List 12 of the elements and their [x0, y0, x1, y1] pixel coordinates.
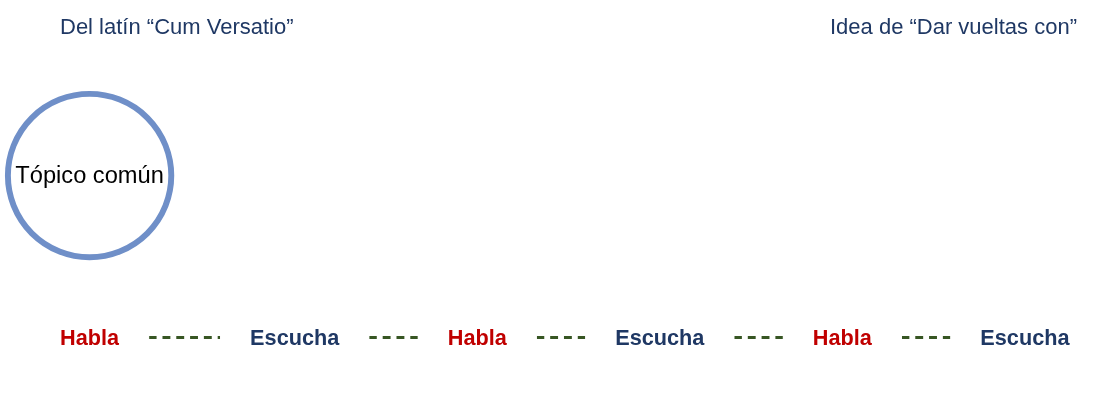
node-text: Habla: [60, 325, 120, 350]
node-text: Escucha: [615, 325, 705, 350]
node-circle: Tópico común: [4, 90, 175, 260]
connector: [536, 335, 586, 339]
node-text: Habla: [447, 325, 507, 350]
node-text: Escucha: [980, 325, 1070, 350]
connector: [148, 335, 221, 339]
node-text: Habla: [812, 325, 872, 350]
connector: [734, 335, 784, 339]
node-text: Escucha: [250, 325, 340, 350]
connector: [368, 335, 419, 339]
connector: [901, 335, 951, 339]
